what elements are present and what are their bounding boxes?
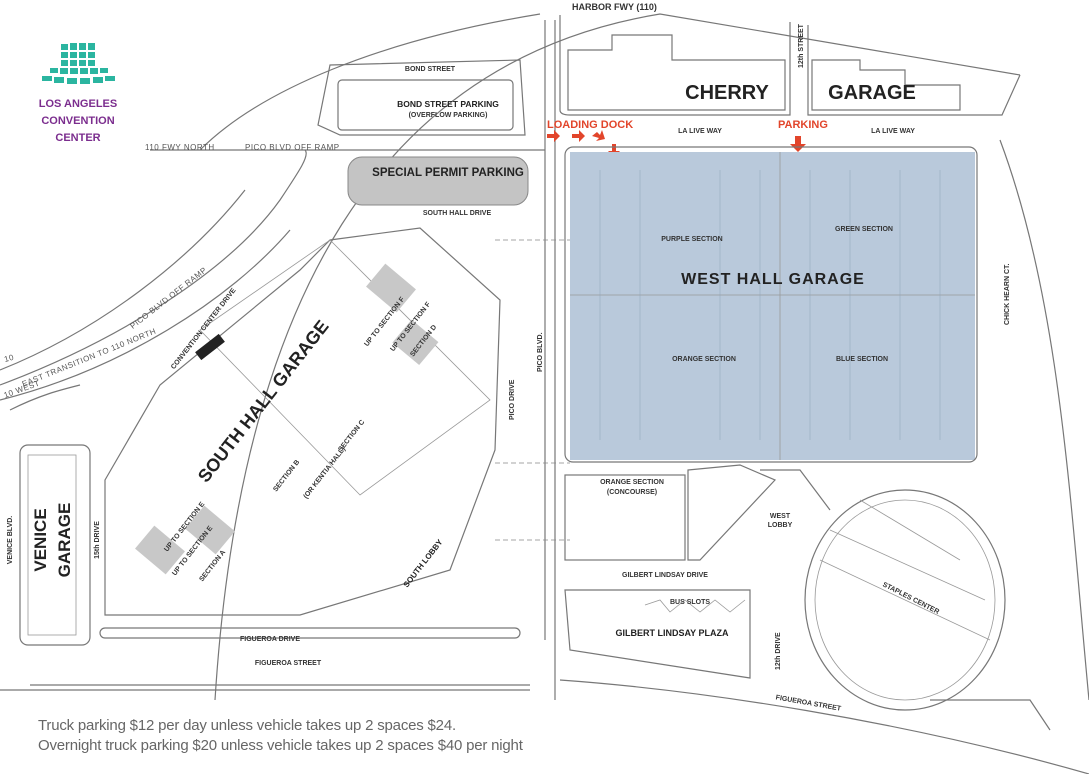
south-hall-garage: SOUTH HALL GARAGE UP TO SECTION F UP TO … (104, 227, 501, 616)
figueroa-drive-label: FIGUEROA DRIVE (240, 636, 300, 643)
ten-east-label: 10 (3, 353, 15, 364)
orange-concourse-label-2: (CONCOURSE) (607, 489, 657, 496)
parking-arrow-icon (790, 136, 806, 152)
twelfth-street-label: 12th STREET (798, 23, 805, 68)
logo-line1: LOS ANGELES (39, 98, 117, 110)
lacc-logo: LOS ANGELES CONVENTION CENTER (39, 43, 117, 144)
truck-parking-note: Truck parking $12 per day unless vehicle… (38, 717, 456, 734)
south-lobby-label: SOUTH LOBBY (402, 537, 445, 589)
loading-dock-label: LOADING DOCK (547, 119, 633, 131)
staples-center-label: STAPLES CENTER (881, 581, 940, 616)
fwy-north-label: 110 FWY NORTH (145, 143, 215, 152)
section-b-label: SECTION B (272, 459, 301, 493)
special-permit-parking-area (347, 156, 529, 206)
staples-center: STAPLES CENTER (804, 489, 1051, 731)
special-permit-label: SPECIAL PERMIT PARKING (372, 167, 524, 179)
road-outlines (0, 13, 1089, 774)
bond-street-label: BOND STREET (405, 66, 456, 73)
harbor-fwy-label: HARBOR FWY (110) (572, 2, 657, 12)
venice-garage-label: GARAGE (55, 503, 74, 578)
venice-garage: VENICE GARAGE (19, 444, 91, 646)
west-lobby-label-1: WEST (770, 513, 791, 520)
cherry-garage: CHERRY GARAGE 12th STREET (559, 15, 1021, 116)
pico-blvd-label: PICO BLVD. (537, 332, 544, 372)
venice-label: VENICE (31, 508, 50, 571)
gilbert-lindsay-plaza-label: GILBERT LINDSAY PLAZA (615, 628, 729, 638)
west-lobby-label-2: LOBBY (768, 522, 793, 529)
bond-parking-sub: (OVERFLOW PARKING) (409, 112, 488, 119)
gilbert-lindsay-drive-label: GILBERT LINDSAY DRIVE (622, 572, 708, 579)
figueroa-street-label-2: FIGUEROA STREET (775, 694, 842, 713)
figueroa-street-label: FIGUEROA STREET (255, 660, 322, 667)
pico-off-ramp-label: PICO BLVD OFF RAMP (245, 143, 340, 152)
south-hall-drive-label: SOUTH HALL DRIVE (423, 210, 492, 217)
section-a-label: SECTION A (198, 549, 227, 583)
west-hall-garage: PURPLE SECTION GREEN SECTION WEST HALL G… (564, 146, 978, 463)
chick-hearn-label: CHICK HEARN CT. (1004, 264, 1011, 326)
pico-drive-label: PICO DRIVE (509, 379, 516, 420)
la-live-way-label-2: LA LIVE WAY (871, 128, 915, 135)
concourse-area: ORANGE SECTION (CONCOURSE) WEST LOBBY (564, 464, 831, 561)
fifteenth-drive-label: 15th DRIVE (94, 521, 101, 559)
kentia-hall-label: (OR KENTIA HALL) (303, 446, 348, 500)
orange-section-label: ORANGE SECTION (672, 356, 736, 363)
twelfth-drive-label: 12th DRIVE (775, 632, 782, 670)
venice-blvd-label: VENICE BLVD. (7, 516, 14, 565)
bond-parking-label: BOND STREET PARKING (397, 99, 499, 109)
pico-off-ramp-label-2: PICO BLVD OFF RAMP (128, 265, 208, 330)
west-hall-garage-label: WEST HALL GARAGE (681, 271, 865, 288)
bond-street-parking: BOND STREET BOND STREET PARKING (OVERFLO… (317, 59, 526, 136)
orange-concourse-label-1: ORANGE SECTION (600, 479, 664, 486)
overnight-parking-note: Overnight truck parking $20 unless vehic… (38, 737, 523, 754)
blue-section-label: BLUE SECTION (836, 356, 888, 363)
gilbert-lindsay-plaza: BUS SLOTS GILBERT LINDSAY PLAZA (564, 589, 751, 679)
east-transition-label: EAST TRANSITION TO 110 NORTH (21, 327, 158, 389)
la-live-way-label-1: LA LIVE WAY (678, 128, 722, 135)
garage-label: GARAGE (828, 82, 916, 104)
bus-slots-label: BUS SLOTS (670, 599, 710, 606)
logo-line3: CENTER (55, 132, 100, 144)
green-section-label: GREEN SECTION (835, 226, 893, 233)
purple-section-label: PURPLE SECTION (661, 236, 722, 243)
parking-marker-label: PARKING (778, 119, 828, 131)
logo-line2: CONVENTION (41, 115, 114, 127)
cherry-label: CHERRY (685, 82, 769, 104)
